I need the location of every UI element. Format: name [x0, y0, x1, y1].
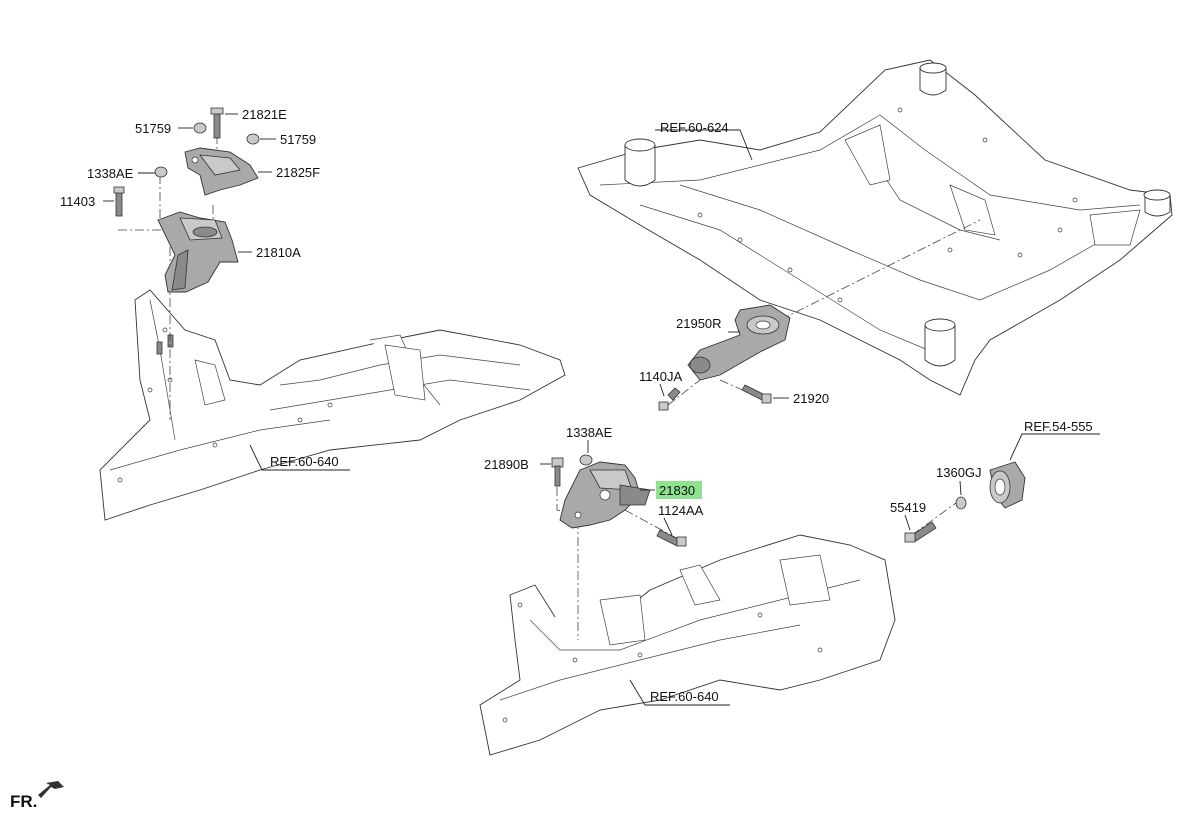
label-1338ae-top[interactable]: 1338AE: [87, 166, 134, 181]
label-11403[interactable]: 11403: [60, 194, 95, 209]
label-ref-60-640-left[interactable]: REF.60-640: [270, 454, 339, 469]
label-21890b[interactable]: 21890B: [484, 457, 529, 472]
label-1338ae-mid[interactable]: 1338AE: [566, 425, 613, 440]
leader-lines: [103, 113, 1100, 706]
bolts-21950r: [658, 384, 772, 411]
highlight-21830: [656, 481, 702, 499]
label-21830[interactable]: 21830: [659, 483, 695, 498]
label-51759-left[interactable]: 51759: [135, 121, 171, 136]
label-ref-54-555[interactable]: REF.54-555: [1024, 419, 1093, 434]
label-1360gj[interactable]: 1360GJ: [936, 465, 982, 480]
left-frame-rail: [99, 289, 566, 521]
trans-mount-21830: [559, 461, 651, 529]
fasteners-21830: [551, 454, 687, 547]
label-1124aa[interactable]: 1124AA: [658, 503, 704, 518]
subframe: [577, 59, 1173, 396]
bottom-frame-rail: [479, 534, 896, 756]
label-21950r[interactable]: 21950R: [676, 316, 722, 331]
label-21821e[interactable]: 21821E: [242, 107, 287, 122]
label-ref-60-624[interactable]: REF.60-624: [660, 120, 729, 135]
label-21825f[interactable]: 21825F: [276, 165, 320, 180]
roll-rod-21950r: [687, 304, 791, 381]
bracket-21825f: [184, 147, 259, 196]
bushing-54-555: [989, 461, 1026, 509]
engine-mount-21810a: [157, 211, 239, 293]
orientation-label: FR.: [10, 792, 37, 811]
label-ref-60-640-bottom[interactable]: REF.60-640: [650, 689, 719, 704]
label-55419[interactable]: 55419: [890, 500, 926, 515]
fasteners-bushing: [904, 496, 967, 543]
part-labels: 21821E 51759 51759 1338AE 21825F 11403 2…: [60, 107, 1093, 704]
label-21810a[interactable]: 21810A: [256, 245, 301, 260]
label-21920[interactable]: 21920: [793, 391, 829, 406]
fasteners-left: [113, 107, 260, 217]
front-arrow-icon: [38, 781, 64, 798]
orientation-indicator: FR.: [10, 781, 64, 811]
label-51759-right[interactable]: 51759: [280, 132, 316, 147]
label-1140ja[interactable]: 1140JA: [639, 369, 682, 384]
